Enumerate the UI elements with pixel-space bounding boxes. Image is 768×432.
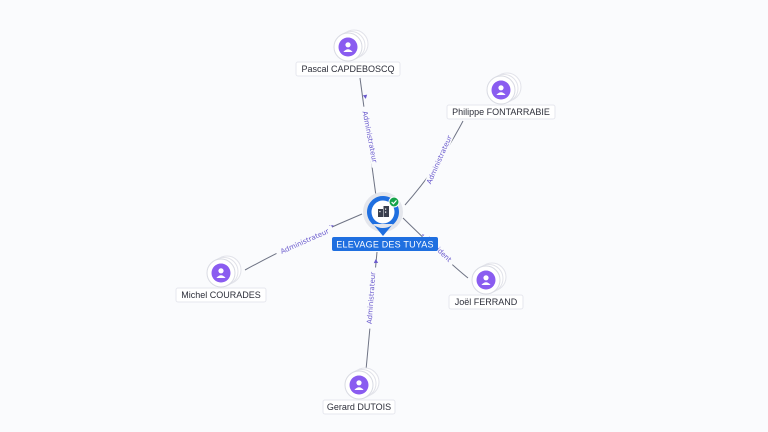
person-name: Joël FERRAND [455, 297, 518, 307]
person-name-box [322, 399, 396, 415]
person-icon [343, 42, 353, 52]
person-node[interactable]: Michel COURADES [175, 255, 267, 303]
edge-label-group: Administrateur [360, 105, 380, 168]
edge-label-group: Administrateur [422, 129, 456, 190]
edge-label-bg [364, 267, 378, 329]
edge-label-group: Administrateur [364, 267, 378, 329]
person-name-box [448, 294, 524, 310]
company-label-box [332, 237, 438, 251]
edge-label-group: Administrateur [274, 224, 335, 258]
person-node[interactable]: Philippe FONTARRABIE [446, 72, 556, 120]
edge-role-label: Administrateur [361, 111, 379, 164]
person-node[interactable]: Pascal CAPDEBOSCQ [295, 29, 401, 77]
person-name-box [295, 61, 401, 77]
person-icon [354, 380, 364, 390]
edge-role-label: Administrateur [279, 227, 330, 256]
person-node[interactable]: Joël FERRAND [448, 262, 524, 310]
company-name: ELEVAGE DES TUYAS [336, 239, 433, 249]
company-node[interactable]: ELEVAGE DES TUYAS [332, 192, 438, 251]
edge-label-bg [422, 129, 456, 190]
edge-arrow-icon [362, 94, 368, 99]
person-name: Philippe FONTARRABIE [452, 107, 550, 117]
edge-label-bg [360, 105, 380, 168]
edge-role-label: Administrateur [366, 272, 378, 325]
person-icon [481, 275, 491, 285]
edge-arrow-icon [373, 259, 379, 264]
person-icon [216, 268, 226, 278]
person-icon [496, 85, 506, 95]
person-node[interactable]: Gerard DUTOIS [322, 367, 396, 415]
person-name-box [175, 287, 267, 303]
people-layer: Pascal CAPDEBOSCQ Philippe FONTARRABIE Mic… [175, 29, 556, 415]
edge-role-label: Administrateur [425, 134, 454, 185]
edge-label-bg [274, 224, 335, 258]
check-badge-icon [388, 196, 400, 208]
person-name: Michel COURADES [181, 290, 261, 300]
person-name-box [446, 104, 556, 120]
person-name: Gerard DUTOIS [327, 402, 391, 412]
building-icon [378, 206, 389, 217]
person-name: Pascal CAPDEBOSCQ [301, 64, 394, 74]
